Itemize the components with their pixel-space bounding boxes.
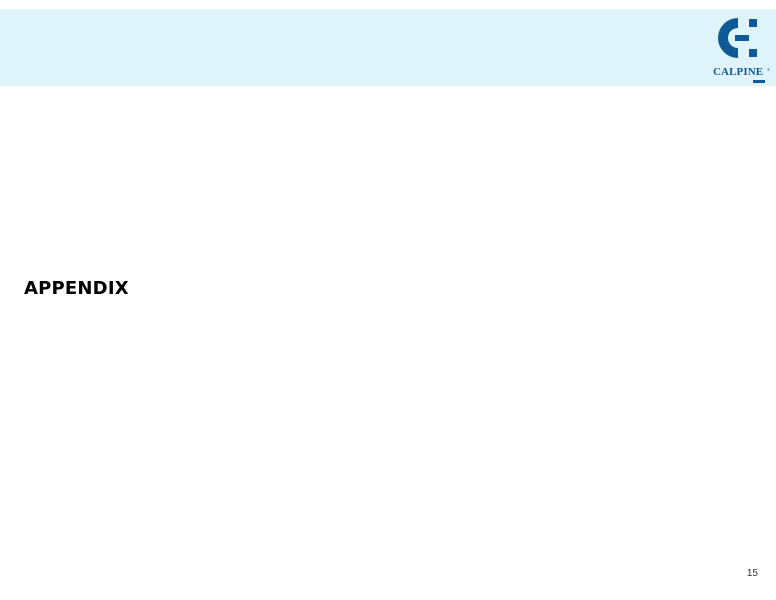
calpine-logo-icon	[718, 18, 757, 58]
header-band	[0, 9, 776, 86]
logo-trademark: ®	[767, 67, 770, 72]
logo-text: CALPINE	[713, 66, 764, 78]
company-logo: CALPINE ®	[705, 11, 771, 85]
logo-underline	[753, 80, 765, 83]
section-title: APPENDIX	[24, 278, 129, 299]
page-number: 15	[746, 568, 758, 579]
